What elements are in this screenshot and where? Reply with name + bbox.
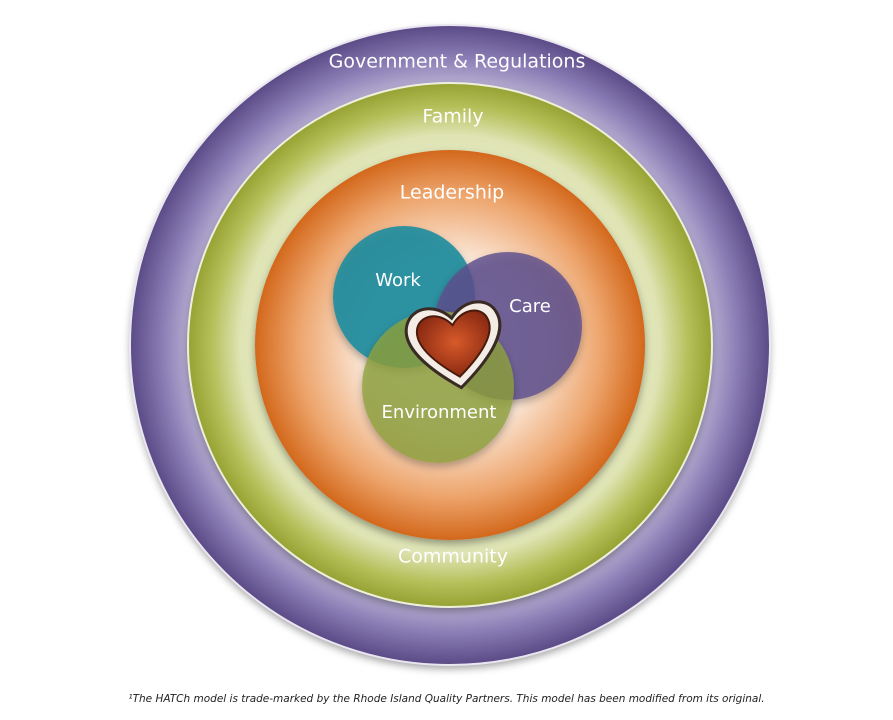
- care-label: Care: [509, 296, 551, 317]
- leadership-label: Leadership: [400, 182, 504, 204]
- environment-label: Environment: [382, 402, 497, 423]
- footnote: ¹The HATCh model is trade-marked by the …: [128, 693, 765, 705]
- family-label: Family: [422, 106, 483, 128]
- heart-icon: [404, 300, 502, 390]
- hatch-model-diagram: Government & Regulations Family Leadersh…: [129, 24, 771, 666]
- government-regulations-label: Government & Regulations: [329, 51, 586, 73]
- work-label: Work: [375, 270, 421, 291]
- community-label: Community: [398, 546, 508, 568]
